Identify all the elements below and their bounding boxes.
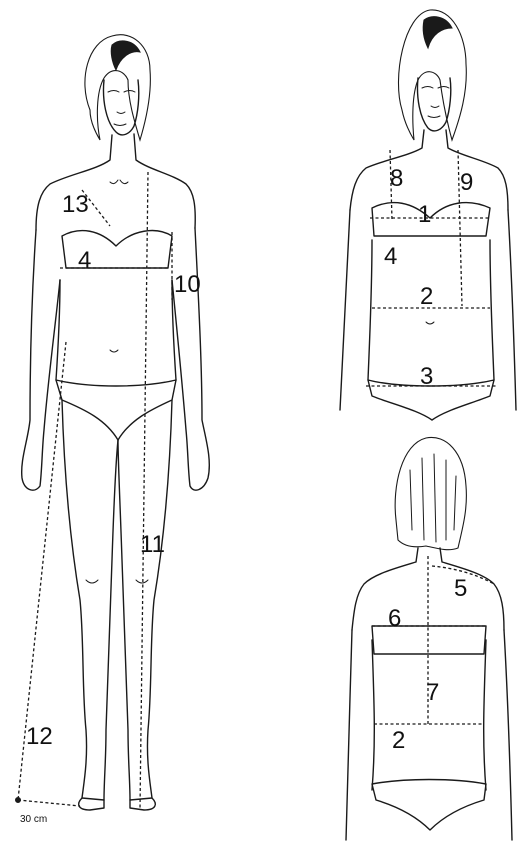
torso-face — [417, 78, 450, 131]
front-label-4: 4 — [78, 247, 91, 274]
torso-hair-fill — [423, 17, 452, 48]
front-hair-fill — [111, 41, 140, 70]
front-right-arm — [172, 228, 209, 490]
torso-label-4: 4 — [384, 243, 397, 270]
torso-right-shoulder — [446, 130, 508, 210]
front-label-30cm: 30 cm — [20, 814, 47, 825]
back-left-shoulder — [352, 548, 418, 630]
torso-right-arm-outer — [508, 210, 516, 410]
torso-label-9: 9 — [460, 169, 473, 196]
back-label-7: 7 — [426, 679, 439, 706]
torso-label-3: 3 — [420, 363, 433, 390]
front-label-11: 11 — [140, 531, 165, 558]
back-arms — [346, 630, 512, 840]
back-hair-strands — [410, 454, 456, 542]
measure-line-30cm — [18, 800, 80, 806]
torso-left-shoulder — [350, 130, 424, 210]
front-torso-figure: 8 9 1 4 2 3 — [340, 10, 516, 420]
back-label-2: 2 — [392, 727, 405, 754]
front-label-12: 12 — [26, 723, 53, 750]
front-knees — [86, 580, 148, 583]
back-figure: 5 6 7 2 — [346, 437, 512, 840]
floor-point-marker — [16, 798, 21, 803]
torso-left-arm-outer — [340, 210, 350, 410]
front-left-leg — [62, 400, 118, 800]
front-briefs — [56, 380, 176, 440]
front-navel — [110, 350, 118, 352]
front-face — [104, 80, 139, 135]
back-label-6: 6 — [388, 605, 401, 632]
back-body-sides — [372, 640, 486, 790]
back-briefs — [372, 780, 486, 831]
front-left-arm — [22, 230, 60, 490]
back-right-shoulder — [440, 548, 504, 630]
front-figure: 13 4 10 11 12 30 cm — [16, 35, 210, 825]
back-label-5: 5 — [454, 575, 467, 602]
torso-navel — [426, 322, 434, 324]
torso-label-8: 8 — [390, 165, 403, 192]
front-label-10: 10 — [174, 271, 201, 298]
front-collarbones — [110, 180, 128, 184]
torso-label-1: 1 — [418, 201, 431, 228]
front-label-13: 13 — [62, 191, 89, 218]
front-right-shoulder — [134, 134, 195, 228]
front-torso — [56, 280, 176, 380]
torso-label-2: 2 — [420, 283, 433, 310]
